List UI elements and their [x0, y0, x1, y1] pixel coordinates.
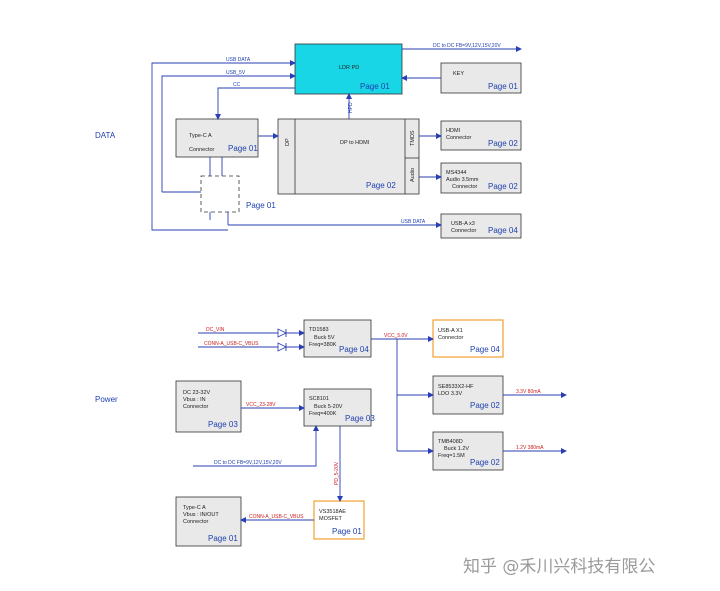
data-wires: DC to DC FB=9V,12V,15V,20V USB DATA USB_… — [151, 43, 522, 231]
dc-input-page: Page 03 — [208, 420, 238, 429]
typec-sub: Connector — [189, 147, 215, 153]
vs3518ae-sub: MOSFET — [319, 516, 343, 522]
typec-out-page: Page 01 — [208, 534, 238, 543]
td1583-block[interactable]: TD1583 Buck 5V Freq=380K Page 04 — [303, 319, 372, 358]
usb-switch-block[interactable]: Page 01 — [200, 175, 276, 213]
sc8101-title: SC8101 — [309, 396, 329, 402]
section-label-power: Power — [95, 395, 118, 404]
audio-port-label: Audio — [410, 168, 416, 182]
usba-x1-page: Page 04 — [470, 345, 500, 354]
sc8101-sub2: Freq=400K — [309, 411, 337, 417]
td1583-sub2: Freq=380K — [309, 342, 337, 348]
dc-input-sub2: Connector — [183, 404, 209, 410]
td1583-page: Page 04 — [339, 345, 369, 354]
usb-switch-page: Page 01 — [246, 201, 276, 210]
usba-x3-block[interactable]: USB-A x3 Connector Page 04 — [440, 213, 522, 239]
net-dc-fb: DC to DC FB=9V,12V,15V,20V — [433, 43, 501, 49]
key-block[interactable]: KEY Page 01 — [440, 62, 522, 94]
dp-hdmi-title: DP to HDMI — [340, 140, 370, 146]
net-pd-5-20v: PD_5-20V — [334, 461, 340, 485]
key-page: Page 01 — [488, 82, 518, 91]
hdmi-sub: Connector — [446, 135, 472, 141]
sc8101-block[interactable]: SC8101 Buck 5-20V Freq=400K Page 03 — [303, 388, 375, 427]
tmb408d-title: TMB408D — [438, 439, 463, 445]
typec-connector-block[interactable]: Type-C A Connector Page 01 — [175, 118, 259, 158]
net-conn-a-vbus-2: CONN-A_USB-C_VBUS — [249, 514, 304, 520]
dc-input-title: DC 23-32V — [183, 390, 211, 396]
section-label-data: DATA — [95, 131, 116, 140]
ms4344-title: MS4344 — [446, 170, 467, 176]
dc-input-block[interactable]: DC 23-32V Vbus : IN Connector Page 03 — [175, 380, 242, 433]
net-usb-data-2: USB DATA — [401, 219, 426, 225]
se8533-title: SE8533X2-HF — [438, 384, 474, 390]
ms4344-sub1: Audio 3.5mm — [446, 177, 479, 183]
ms4344-block[interactable]: MS4344 Audio 3.5mm Connector Page 02 — [440, 162, 522, 194]
td1583-title: TD1583 — [309, 327, 329, 333]
se8533-sub: LDO 3.3V — [438, 391, 462, 397]
ldr-pd-label: LDR PD — [339, 65, 359, 71]
ms4344-page: Page 02 — [488, 182, 518, 191]
net-vcc-5v: VCC_5.0V — [384, 333, 408, 339]
typec-title: Type-C A — [189, 133, 212, 139]
dp-port-label: DP — [285, 138, 291, 146]
vs3518ae-page: Page 01 — [332, 527, 362, 536]
usba-x3-title: USB-A x3 — [451, 221, 475, 227]
power-wires: DC_VIN CONN-A_USB-C_VBUS VCC_5.0V 3.3V 8… — [193, 327, 567, 523]
usba-x3-sub: Connector — [451, 228, 477, 234]
tmb408d-sub2: Freq=1.5M — [438, 453, 465, 459]
net-vcc-in: VCC_23-28V — [246, 402, 276, 408]
dp-to-hdmi-block[interactable]: DP to HDMI Page 02 DP TMDS Audio — [277, 118, 420, 195]
vs3518ae-title: VS3518AE — [319, 509, 346, 515]
ms4344-sub2: Connector — [452, 184, 478, 190]
dp-hdmi-page: Page 02 — [366, 181, 396, 190]
tmb408d-sub1: Buck 1.2V — [444, 446, 469, 452]
ldr-pd-page: Page 01 — [360, 82, 390, 91]
se8533-block[interactable]: SE8533X2-HF LDO 3.3V Page 02 — [432, 375, 504, 415]
net-usb-5v: USB_5V — [226, 70, 246, 76]
dc-input-sub1: Vbus : IN — [183, 397, 206, 403]
net-dc-vin: DC_VIN — [206, 327, 225, 333]
net-3v3: 3.3V 80mA — [516, 389, 541, 395]
hdmi-title: HDMI — [446, 128, 461, 134]
typec-out-title: Type-C A — [183, 505, 206, 511]
usba-x1-title: USB-A X1 — [438, 328, 463, 334]
typec-out-sub2: Connector — [183, 519, 209, 525]
sc8101-sub1: Buck 5-20V — [314, 404, 343, 410]
typec-page: Page 01 — [228, 144, 258, 153]
watermark-text: 知乎 @禾川兴科技有限公 — [463, 557, 655, 577]
vs3518ae-block[interactable]: VS3518AE MOSFET Page 01 — [313, 500, 365, 540]
net-usb-data: USB DATA — [226, 57, 251, 63]
tmb408d-page: Page 02 — [470, 458, 500, 467]
net-conn-a-vbus: CONN-A_USB-C_VBUS — [204, 341, 259, 347]
net-hpd: HPD — [348, 102, 354, 113]
typec-output-block[interactable]: Type-C A Vbus : IN/OUT Connector Page 01 — [175, 496, 242, 547]
td1583-sub1: Buck 5V — [314, 335, 335, 341]
hdmi-page: Page 02 — [488, 139, 518, 148]
key-label: KEY — [453, 71, 464, 77]
usba-x1-block[interactable]: USB-A X1 Connector Page 04 — [432, 319, 504, 358]
sc8101-page: Page 03 — [345, 414, 375, 423]
net-fb: DC to DC FB=9V,12V,15V,20V — [214, 460, 282, 466]
hdmi-connector-block[interactable]: HDMI Connector Page 02 — [440, 120, 522, 151]
typec-out-sub1: Vbus : IN/OUT — [183, 512, 219, 518]
usba-x3-page: Page 04 — [488, 226, 518, 235]
tmb408d-block[interactable]: TMB408D Buck 1.2V Freq=1.5M Page 02 — [432, 431, 504, 471]
tmds-port-label: TMDS — [410, 130, 416, 146]
se8533-page: Page 02 — [470, 401, 500, 410]
ldr-pd-block[interactable]: LDR PD Page 01 — [294, 43, 403, 95]
net-cc: CC — [233, 82, 241, 88]
net-1v2: 1.2V 380mA — [516, 445, 544, 451]
usba-x1-sub: Connector — [438, 335, 464, 341]
